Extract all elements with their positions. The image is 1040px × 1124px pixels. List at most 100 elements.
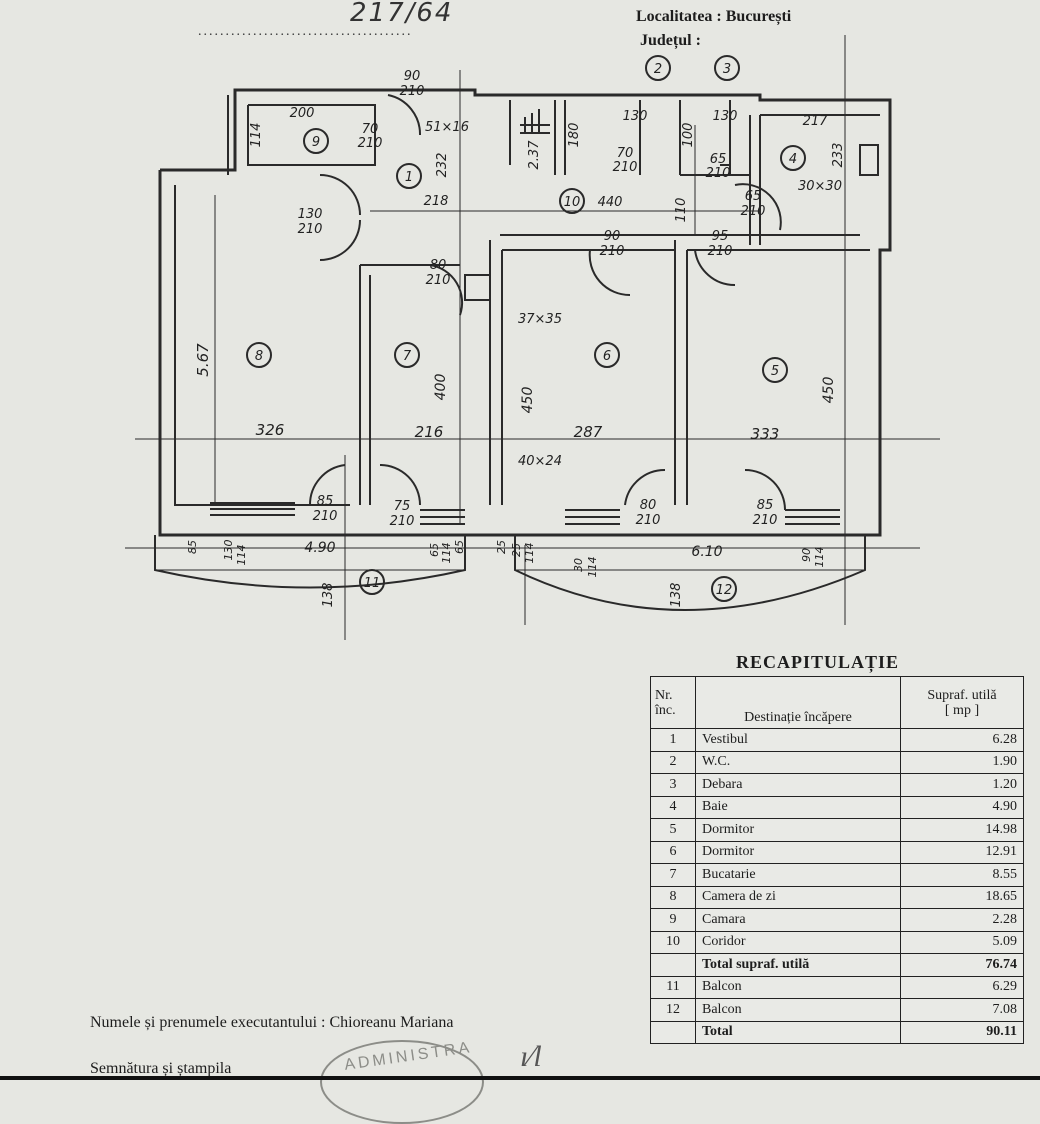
dim-85-c: 85 — [186, 540, 199, 554]
dim-287: 287 — [574, 423, 603, 441]
dim-210-k: 210 — [390, 514, 415, 529]
dim-210-e: 210 — [600, 244, 625, 259]
dim-85: 85 — [317, 494, 334, 509]
dim-51x16: 51×16 — [425, 120, 469, 135]
executant-label: Numele și prenumele executantului : Chio… — [90, 1014, 454, 1031]
dim-5-67: 5.67 — [194, 343, 212, 377]
dim-65: 65 — [710, 152, 727, 167]
dim-210: 210 — [400, 84, 425, 99]
dim-210-l: 210 — [636, 513, 661, 528]
recap-header-row: Nr. înc. Destinație încăpere Supraf. uti… — [650, 676, 1024, 729]
dim-210-g: 210 — [613, 160, 638, 175]
recap-title: RECAPITULAȚIE — [736, 652, 900, 672]
dim-6-10: 6.10 — [691, 544, 722, 560]
dim-80: 80 — [430, 258, 447, 273]
room-number-9: 9 — [312, 135, 320, 150]
dim-210-b: 210 — [358, 136, 383, 151]
floor-plan: 1 2 3 4 5 6 7 8 9 10 11 12 90 210 200 11… — [125, 35, 940, 640]
header-nr: Nr. înc. — [650, 676, 696, 729]
dim-217: 217 — [803, 114, 829, 129]
dim-30-114-a: 30 — [572, 558, 585, 572]
official-stamp: ADMINISTRA — [320, 1039, 484, 1124]
dim-130-a: 130 — [623, 109, 648, 124]
dim-210-d: 210 — [426, 273, 451, 288]
dim-210-j: 210 — [313, 509, 338, 524]
dim-440: 440 — [598, 195, 623, 210]
dim-90: 90 — [404, 69, 421, 84]
dim-210-c: 210 — [298, 222, 323, 237]
dim-65-114-b: 114 — [440, 543, 453, 564]
county-label: Județul : — [640, 32, 701, 49]
dim-130-b: 130 — [713, 109, 738, 124]
dim-333: 333 — [751, 425, 780, 443]
handwritten-number: 217/64 — [350, 0, 454, 28]
dim-210-m: 210 — [753, 513, 778, 528]
stamp-text: ADMINISTRA — [343, 1039, 474, 1074]
leader-dots: ....................................... — [198, 24, 413, 39]
dim-130-114-a: 130 — [222, 540, 235, 561]
dim-37x35: 37×35 — [518, 312, 562, 327]
dim-4-90: 4.90 — [304, 540, 335, 556]
dim-80-b: 80 — [640, 498, 657, 513]
dim-326: 326 — [256, 421, 285, 439]
dim-30x30: 30×30 — [798, 179, 842, 194]
dim-2-37: 2.37 — [527, 140, 542, 170]
room-number-8: 8 — [255, 349, 263, 364]
room-number-1: 1 — [405, 170, 413, 185]
dim-210-i: 210 — [741, 204, 766, 219]
dim-70: 70 — [362, 122, 379, 137]
recap-table: Nr. înc. Destinație încăpere Supraf. uti… — [650, 676, 1024, 1044]
dim-218: 218 — [424, 194, 449, 209]
dim-85-b: 85 — [757, 498, 774, 513]
dim-210-h: 210 — [706, 166, 731, 181]
room-number-3: 3 — [723, 62, 731, 77]
header-destinatie: Destinație încăpere — [695, 676, 901, 729]
dim-100: 100 — [681, 123, 696, 148]
dim-233: 233 — [831, 143, 846, 168]
dim-450-b: 450 — [821, 377, 837, 404]
dim-130-114-b: 114 — [235, 545, 248, 566]
room-number-7: 7 — [403, 349, 412, 364]
room-number-10: 10 — [564, 195, 581, 210]
dim-90-b: 90 — [604, 229, 621, 244]
dim-90-114-b: 114 — [813, 547, 826, 568]
dim-25-114-b: 114 — [523, 543, 536, 564]
dim-25-c: 25 — [495, 540, 508, 554]
dim-200: 200 — [290, 106, 315, 121]
dim-210-f: 210 — [708, 244, 733, 259]
signature-mark: ı∕l — [520, 1040, 542, 1073]
dim-30-114-b: 114 — [586, 557, 599, 578]
room-number-11: 11 — [364, 576, 381, 591]
dim-70-b: 70 — [617, 146, 634, 161]
room-number-5: 5 — [771, 364, 779, 379]
dim-232: 232 — [435, 153, 450, 178]
room-number-6: 6 — [603, 349, 611, 364]
dim-40x24: 40×24 — [518, 454, 562, 469]
dim-180: 180 — [567, 123, 582, 148]
dim-75: 75 — [394, 499, 411, 514]
dim-400: 400 — [433, 374, 449, 401]
signature-label: Semnătura și ștampila — [90, 1060, 232, 1077]
dim-114: 114 — [249, 123, 264, 148]
dim-65-114-a: 65 — [428, 543, 441, 557]
dim-216: 216 — [415, 423, 444, 441]
room-number-2: 2 — [654, 62, 662, 77]
dim-95: 95 — [712, 229, 729, 244]
dim-110: 110 — [674, 198, 689, 223]
dim-138-a: 138 — [321, 583, 336, 608]
room-number-4: 4 — [789, 152, 797, 167]
dim-25-114-a: 25 — [510, 543, 523, 557]
